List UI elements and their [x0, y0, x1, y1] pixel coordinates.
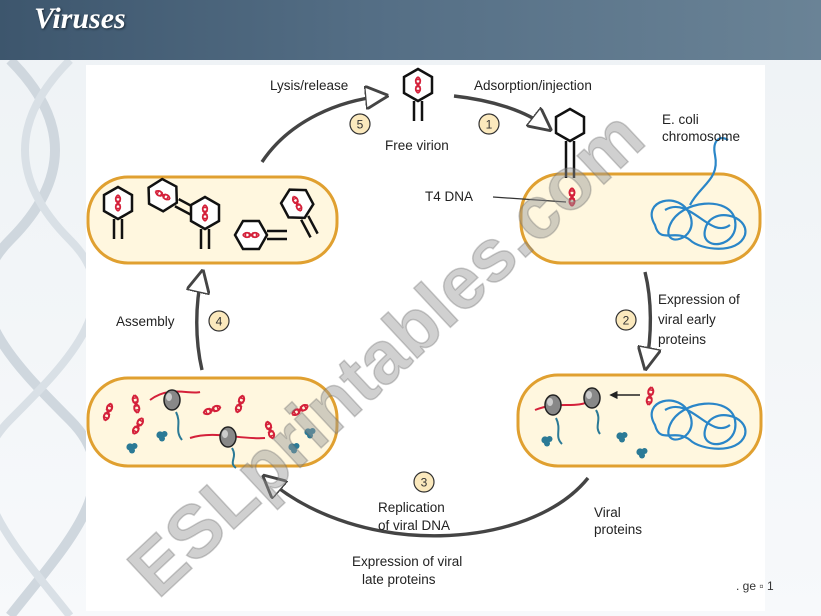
- arrow-early-expression: [645, 271, 650, 366]
- label-ecoli-line1: E. coli: [662, 112, 699, 127]
- step-badge-3: 3: [413, 471, 435, 493]
- step-badge-1: 1: [478, 113, 500, 135]
- t4-dna-leader-line: [492, 196, 567, 203]
- label-t4-dna: T4 DNA: [425, 189, 473, 204]
- cell-early-expression: [516, 373, 763, 468]
- diagram-panel: [86, 65, 765, 611]
- label-assembly: Assembly: [116, 314, 175, 329]
- arrow-assembly: [197, 274, 202, 371]
- label-adsorption-injection: Adsorption/injection: [474, 78, 592, 93]
- title-bar: Viruses: [0, 0, 821, 60]
- label-viral-proteins-line1: Viral: [594, 505, 621, 520]
- ecoli-chromosome-top: [650, 137, 747, 250]
- label-replication-line1: Replication: [378, 500, 445, 515]
- svg-text:1: 1: [486, 118, 493, 132]
- arrow-lysis-release: [260, 96, 384, 163]
- step-badge-5: 5: [349, 113, 371, 135]
- injecting-phage-icon: [554, 107, 586, 178]
- watermark-text: ESLprintables.com: [112, 94, 659, 612]
- svg-text:4: 4: [216, 315, 223, 329]
- page-number: . ge ▫ 1: [736, 579, 774, 593]
- early-expression-cell-contents: [534, 385, 656, 459]
- label-viral-proteins-line2: proteins: [594, 522, 642, 537]
- label-early-line1: Expression of: [658, 292, 740, 307]
- dna-helix-decoration: [0, 60, 90, 616]
- slide-title: Viruses: [34, 2, 126, 35]
- svg-text:3: 3: [421, 476, 428, 490]
- label-replication-line2: of viral DNA: [378, 518, 450, 533]
- ecoli-chromosome-bottom: [650, 399, 747, 450]
- label-lysis-release: Lysis/release: [270, 78, 348, 93]
- label-early-line3: proteins: [658, 332, 706, 347]
- cell-infected: [519, 172, 762, 265]
- label-ecoli-line2: chromosome: [662, 129, 740, 144]
- label-free-virion: Free virion: [385, 138, 449, 153]
- label-late-proteins-line1: Expression of viral: [352, 554, 462, 569]
- free-virion-icon: [404, 69, 432, 121]
- label-early-line2: viral early: [658, 312, 716, 327]
- svg-text:5: 5: [357, 118, 364, 132]
- svg-text:2: 2: [623, 314, 630, 328]
- replication-cell-contents: [101, 389, 316, 469]
- arrow-replication: [266, 478, 590, 538]
- arrow-adsorption: [453, 94, 548, 128]
- label-late-proteins-line2: late proteins: [362, 572, 436, 587]
- step-badge-2: 2: [615, 309, 637, 331]
- step-badge-4: 4: [208, 310, 230, 332]
